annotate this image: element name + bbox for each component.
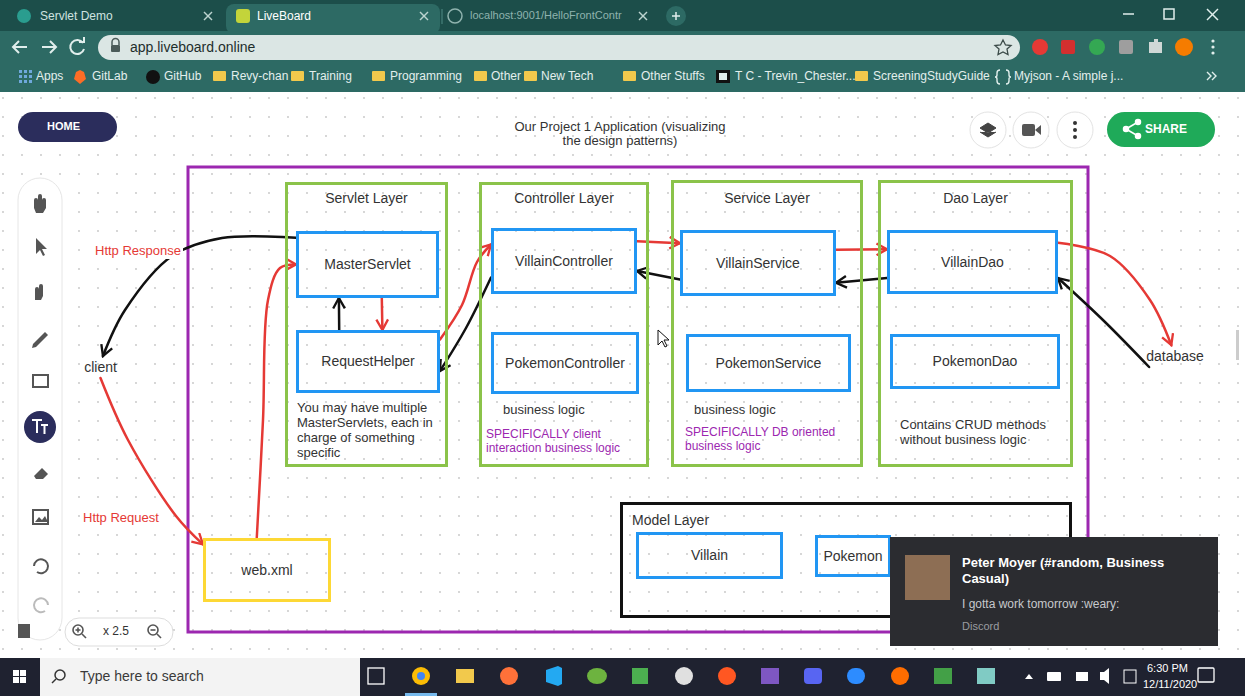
favicon xyxy=(236,9,250,23)
bookmark-icons xyxy=(19,70,32,83)
layer-box: Controller Layer business logicSPECIFICAL… xyxy=(479,182,649,467)
bookmark: New Tech xyxy=(541,69,593,83)
bookmark: Other Stuffs xyxy=(641,69,705,83)
bookmark: GitHub xyxy=(164,69,201,83)
flow-arrow xyxy=(257,264,296,538)
url-field xyxy=(98,35,1020,60)
bookmark: Apps xyxy=(36,69,63,83)
taskbar xyxy=(0,658,1245,696)
notification-title: Peter Moyer (#random, Business Casual) xyxy=(962,555,1207,586)
clock-date: 12/11/2020 xyxy=(1143,678,1197,691)
node-label: PokemonController xyxy=(505,355,625,371)
taskbar-icons xyxy=(368,666,1214,696)
class-box: PokemonController xyxy=(491,332,639,394)
zoom-level: x 2.5 xyxy=(103,624,129,638)
bookmark: Revy-chan xyxy=(231,69,288,83)
bookmark: ScreeningStudyGuide xyxy=(873,69,990,83)
node-label: VillainDao xyxy=(941,254,1004,270)
layer-note: You may have multiple MasterServlets, ea… xyxy=(297,401,443,461)
tool-icons xyxy=(32,194,48,612)
layer-box: Servlet LayerYou may have multiple Maste… xyxy=(285,182,448,467)
node-label: MasterServlet xyxy=(324,256,410,272)
zoom-control xyxy=(65,618,173,646)
active-tab xyxy=(226,4,440,34)
class-box: VillainController xyxy=(491,228,637,294)
layer-note: Contains CRUD methods without business l… xyxy=(900,418,1065,448)
bookmark: Programming xyxy=(390,69,462,83)
node-label: client xyxy=(84,359,117,375)
node-label: Pokemon xyxy=(823,548,882,564)
favicon xyxy=(448,9,462,23)
button-label: HOME xyxy=(47,120,80,133)
class-box: MasterServlet xyxy=(296,231,439,298)
bookmark: Myjson - A simple j... xyxy=(1014,69,1123,83)
tab-title: localhost:9001/HelloFrontContr xyxy=(470,9,622,22)
tool-panel xyxy=(18,178,62,640)
favicon xyxy=(17,9,31,23)
clock-time: 6:30 PM xyxy=(1147,662,1188,675)
layer-title: Controller Layer xyxy=(482,190,646,206)
edge-label: Http Request xyxy=(81,510,161,526)
node-label: PokemonDao xyxy=(933,353,1018,369)
url-text: app.liveboard.online xyxy=(130,39,255,56)
class-box: PokemonDao xyxy=(890,334,1060,389)
notification-source: Discord xyxy=(962,620,999,633)
diagram-title: Our Project 1 Application (visualizing t… xyxy=(510,120,730,148)
node-label: web.xml xyxy=(241,562,292,578)
client-node: client xyxy=(76,356,125,378)
layer-title: Dao Layer xyxy=(881,190,1070,206)
node-label: VillainService xyxy=(716,255,800,271)
node-label: RequestHelper xyxy=(321,353,414,369)
layer-note: business logic xyxy=(694,403,776,418)
class-box: Pokemon xyxy=(815,535,891,577)
class-box: RequestHelper xyxy=(296,330,440,393)
node-label: PokemonService xyxy=(716,355,822,371)
bookmark: Training xyxy=(309,69,352,83)
layer-note: SPECIFICALLY DB oriented business logic xyxy=(685,426,857,454)
layer-note: SPECIFICALLY client interaction business… xyxy=(486,428,644,456)
flow-arrow xyxy=(381,298,384,330)
class-box: PokemonService xyxy=(686,334,851,392)
class-box: Villain xyxy=(636,532,783,579)
window-controls xyxy=(672,9,1218,20)
class-box: VillainService xyxy=(680,230,836,296)
database-node: database xyxy=(1138,345,1212,367)
home-button xyxy=(18,112,117,142)
node-label: Villain xyxy=(691,547,728,563)
layer-title: Model Layer xyxy=(632,512,709,528)
board-canvas xyxy=(0,92,1245,658)
browser-toolbar xyxy=(0,31,1245,92)
layer-title: Servlet Layer xyxy=(288,190,445,206)
node-label: VillainController xyxy=(515,253,613,269)
node-label: database xyxy=(1146,348,1204,364)
nav-buttons xyxy=(13,37,84,54)
layer-box: Service Layer business logicSPECIFICALLY … xyxy=(671,180,863,467)
bookmark: GitLab xyxy=(92,69,127,83)
notification-message: I gotta work tomorrow :weary: xyxy=(962,597,1119,611)
layer-title: Service Layer xyxy=(674,190,860,206)
flow-arrow xyxy=(338,298,341,330)
tab-title: Servlet Demo xyxy=(40,9,113,23)
tab-bar xyxy=(0,0,1245,31)
layer-box: Dao LayerContains CRUD methods without b… xyxy=(878,180,1073,467)
tab-title: LiveBoard xyxy=(257,9,311,23)
share-button xyxy=(1107,112,1215,147)
bookmark: Other xyxy=(491,69,521,83)
search-placeholder: Type here to search xyxy=(80,668,204,685)
layer-note: business logic xyxy=(503,403,585,418)
notification-toast: Peter Moyer (#random, Business Casual) I … xyxy=(890,537,1218,646)
edge-label: Http Response xyxy=(93,243,183,259)
config-file-box: web.xml xyxy=(203,538,331,602)
class-box: VillainDao xyxy=(887,230,1058,294)
bookmark: T C - Trevin_Chester... xyxy=(735,69,856,83)
search-box xyxy=(40,658,360,696)
avatar xyxy=(905,555,950,600)
button-label: SHARE xyxy=(1145,122,1187,136)
